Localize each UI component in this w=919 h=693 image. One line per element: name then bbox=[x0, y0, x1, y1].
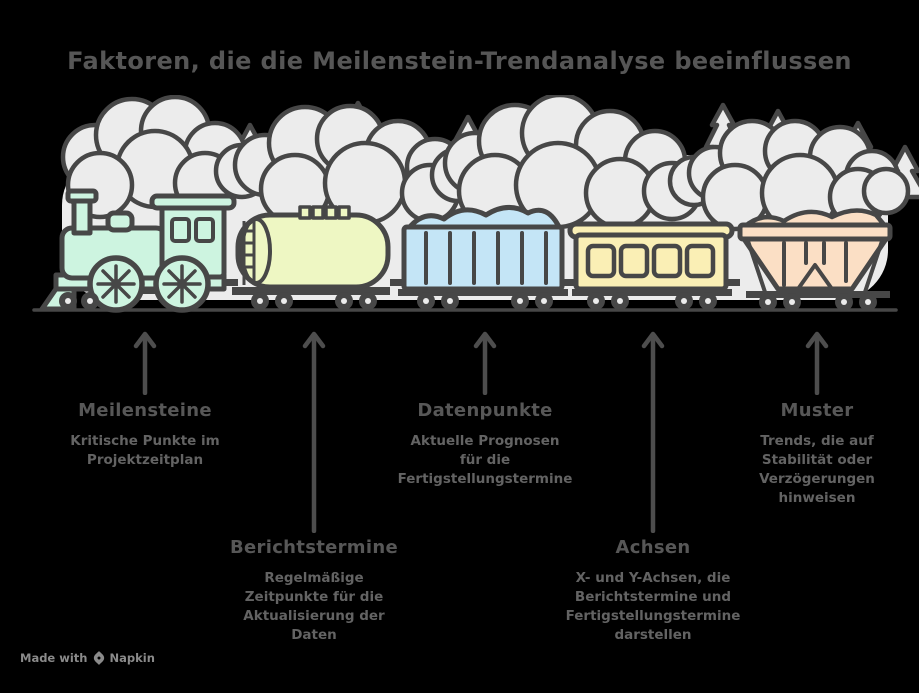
tank-hatches bbox=[298, 205, 351, 220]
up-arrow-icon bbox=[805, 331, 829, 395]
steam-dome bbox=[105, 210, 135, 233]
wheel bbox=[759, 293, 777, 311]
wheel bbox=[81, 292, 99, 310]
wheel bbox=[275, 292, 293, 310]
car-window bbox=[585, 243, 617, 279]
couplers bbox=[224, 279, 740, 286]
watermark-brand: Napkin bbox=[109, 651, 155, 665]
passenger-car bbox=[567, 221, 735, 296]
callout-description: X- und Y-Achsen, die Berichtstermine und… bbox=[565, 570, 741, 644]
drive-wheel bbox=[156, 258, 208, 310]
callout-description: Regelmäßige Zeitpunkte für die Aktualisi… bbox=[243, 570, 385, 644]
callout-description: Kritische Punkte im Projektzeitplan bbox=[70, 433, 220, 469]
arrow-meilensteine bbox=[133, 330, 157, 395]
watermark: Made with Napkin bbox=[20, 651, 155, 665]
hopper-struts bbox=[746, 239, 884, 297]
wheel bbox=[587, 292, 605, 310]
callout-title: Achsen bbox=[615, 537, 691, 558]
wheel bbox=[359, 292, 377, 310]
wheel bbox=[511, 292, 529, 310]
callout-datenpunkte: Datenpunkte Aktuelle Prognosen für die F… bbox=[380, 400, 590, 489]
car-window bbox=[651, 243, 683, 279]
tank-body bbox=[235, 212, 391, 290]
cargo-load bbox=[405, 205, 563, 232]
diagram-title: Faktoren, die die Meilenstein-Trendanaly… bbox=[67, 47, 852, 75]
cab-roof bbox=[149, 193, 237, 211]
gondola-ribs bbox=[424, 231, 548, 285]
callout-muster: Muster Trends, die auf Stabilität oder V… bbox=[712, 400, 919, 509]
hopper-car bbox=[737, 208, 893, 298]
wheel bbox=[859, 293, 877, 311]
wheel bbox=[675, 292, 693, 310]
wheel bbox=[441, 292, 459, 310]
callout-title: Muster bbox=[780, 400, 854, 421]
callout-description: Trends, die auf Stabilität oder Verzöger… bbox=[759, 433, 875, 507]
wheel bbox=[783, 293, 801, 311]
car-window bbox=[684, 243, 716, 279]
callout-berichtstermine: Berichtstermine Regelmäßige Zeitpunkte f… bbox=[209, 537, 419, 646]
callout-meilensteine: Meilensteine Kritische Punkte im Projekt… bbox=[40, 400, 250, 470]
arrow-muster bbox=[805, 330, 829, 395]
wheel bbox=[251, 292, 269, 310]
up-arrow-icon bbox=[302, 331, 326, 533]
train-scene bbox=[0, 95, 919, 330]
up-arrow-icon bbox=[641, 331, 665, 533]
cab-window bbox=[194, 217, 215, 243]
callout-title: Berichtstermine bbox=[230, 537, 398, 558]
wheel bbox=[611, 292, 629, 310]
hopper-chute bbox=[796, 263, 834, 291]
watermark-text: Made with bbox=[20, 651, 88, 665]
tank-end bbox=[240, 217, 272, 285]
wheel bbox=[335, 292, 353, 310]
wheel bbox=[417, 292, 435, 310]
tank-car bbox=[232, 205, 391, 295]
arrow-achsen bbox=[641, 330, 665, 533]
callout-title: Datenpunkte bbox=[417, 400, 553, 421]
up-arrow-icon bbox=[473, 331, 497, 395]
up-arrow-icon bbox=[133, 331, 157, 395]
gondola-car bbox=[398, 205, 568, 296]
wheel bbox=[59, 292, 77, 310]
callout-achsen: Achsen X- und Y-Achsen, die Berichtsterm… bbox=[548, 537, 758, 646]
wheel bbox=[835, 293, 853, 311]
hopper-ribs bbox=[782, 241, 848, 287]
arrow-datenpunkte bbox=[473, 330, 497, 395]
pen-nib-icon bbox=[93, 651, 104, 665]
ladder bbox=[242, 221, 256, 285]
arrow-berichtstermine bbox=[302, 330, 326, 533]
callout-title: Meilensteine bbox=[78, 400, 212, 421]
train-illustration bbox=[32, 95, 919, 330]
car-window bbox=[618, 243, 650, 279]
wheel bbox=[535, 292, 553, 310]
chimney-cap bbox=[65, 188, 99, 204]
cab-window bbox=[170, 217, 191, 243]
callout-description: Aktuelle Prognosen für die Fertigstellun… bbox=[397, 433, 573, 488]
wheel bbox=[699, 292, 717, 310]
